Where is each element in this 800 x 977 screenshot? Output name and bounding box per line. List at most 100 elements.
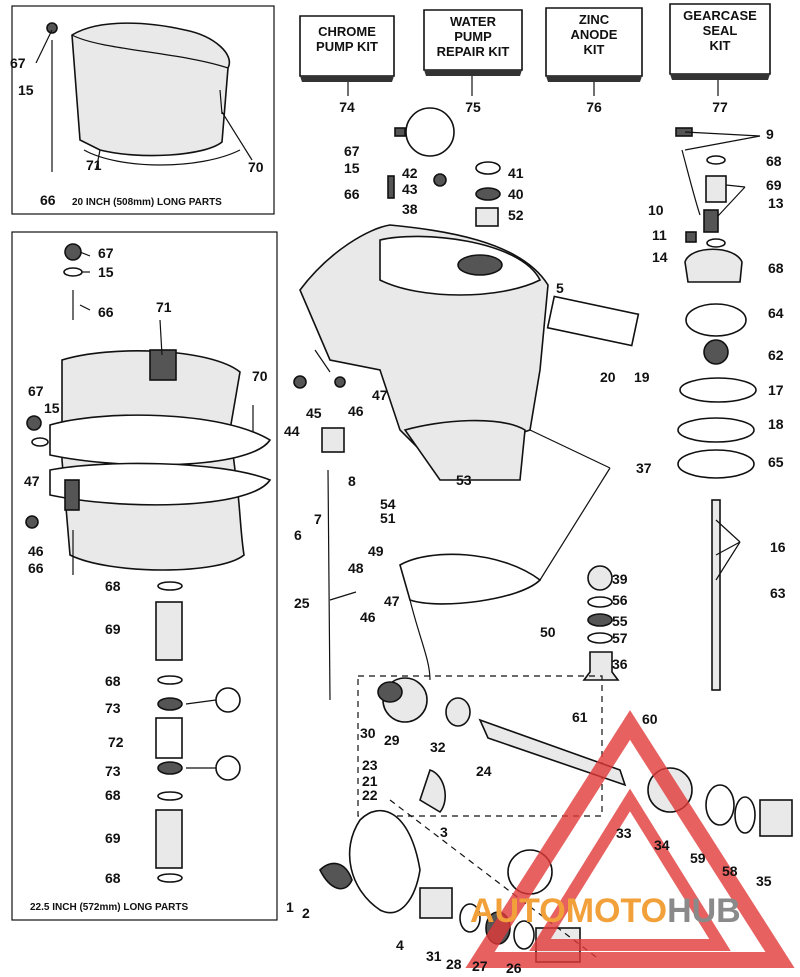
part-label-72: 72: [108, 734, 124, 750]
kit-title-line: ZINC: [579, 12, 610, 27]
part-label-70: 70: [248, 159, 264, 175]
part-label-23: 23: [362, 757, 378, 773]
part-label-11: 11: [652, 227, 667, 243]
part-label-59: 59: [690, 850, 706, 866]
part-label-52: 52: [508, 207, 524, 223]
part-label-66: 66: [344, 186, 360, 202]
part-label-9: 9: [766, 126, 774, 142]
part-label-47: 47: [384, 593, 400, 609]
part-label-66: 66: [28, 560, 44, 576]
part-label-71: 71: [156, 299, 172, 315]
part-label-69: 69: [105, 621, 121, 637]
part-label-30: 30: [360, 725, 376, 741]
kit-title-line: GEARCASE: [683, 8, 757, 23]
box-20-inch-frame: [11, 5, 275, 215]
part-label-16: 16: [770, 539, 786, 555]
part-label-54: 54: [380, 496, 396, 512]
part-label-70: 70: [252, 368, 268, 384]
kit-title-line: PUMP KIT: [316, 39, 378, 54]
part-label-14: 14: [652, 249, 668, 265]
kit-number: 75: [465, 99, 481, 115]
part-label-18: 18: [768, 416, 784, 432]
part-label-47: 47: [372, 387, 388, 403]
part-label-46: 46: [28, 543, 44, 559]
part-label-19: 19: [634, 369, 650, 385]
part-label-4: 4: [396, 937, 404, 953]
part-label-40: 40: [508, 186, 524, 202]
part-label-46: 46: [348, 403, 364, 419]
part-label-63: 63: [770, 585, 786, 601]
part-label-56: 56: [612, 592, 628, 608]
part-label-22: 22: [362, 787, 378, 803]
part-label-27: 27: [472, 958, 488, 974]
part-label-57: 57: [612, 630, 628, 646]
watermark-logo: [465, 710, 795, 968]
part-label-47: 47: [24, 473, 40, 489]
part-label-68: 68: [768, 260, 784, 276]
water-pump-stack: [582, 127, 757, 691]
watermark-text: AUTOMOTOHUB: [470, 892, 741, 930]
part-label-62: 62: [768, 347, 784, 363]
part-label-26: 26: [506, 960, 522, 976]
part-label-58: 58: [722, 863, 738, 879]
part-label-28: 28: [446, 956, 462, 972]
kit-number: 74: [339, 99, 355, 115]
part-label-33: 33: [616, 825, 632, 841]
part-label-67: 67: [98, 245, 114, 261]
part-label-67: 67: [344, 143, 360, 159]
part-label-48: 48: [348, 560, 364, 576]
part-label-20: 20: [600, 369, 616, 385]
part-label-8: 8: [348, 473, 356, 489]
part-label-49: 49: [368, 543, 384, 559]
part-label-24: 24: [476, 763, 492, 779]
caption-20-inch: 20 INCH (508mm) LONG PARTS: [72, 197, 222, 208]
part-label-61: 61: [572, 709, 588, 725]
part-label-65: 65: [768, 454, 784, 470]
caption-225-inch: 22.5 INCH (572mm) LONG PARTS: [30, 902, 189, 913]
kit-title-line: WATER: [450, 14, 497, 29]
kit-number: 76: [586, 99, 602, 115]
kit-title-line: ANODE: [571, 27, 618, 42]
part-label-68: 68: [105, 787, 121, 803]
part-label-45: 45: [306, 405, 322, 421]
part-label-3: 3: [440, 824, 448, 840]
part-label-31: 31: [426, 948, 442, 964]
part-label-41: 41: [508, 165, 524, 181]
part-label-53: 53: [456, 472, 472, 488]
kit-box-chrome-pump: [299, 15, 395, 96]
part-label-5: 5: [556, 280, 564, 296]
part-label-32: 32: [430, 739, 446, 755]
part-label-15: 15: [44, 400, 60, 416]
part-label-15: 15: [18, 82, 34, 98]
part-label-6: 6: [294, 527, 302, 543]
part-label-44: 44: [284, 423, 300, 439]
exhaust-housing-20-inch: [46, 22, 241, 172]
part-label-37: 37: [636, 460, 652, 476]
kit-title-line: REPAIR KIT: [437, 44, 510, 59]
part-label-39: 39: [612, 571, 628, 587]
kit-box-zinc-anode: [545, 7, 643, 96]
part-label-17: 17: [768, 382, 784, 398]
leader-lines: [35, 29, 761, 601]
part-label-13: 13: [768, 195, 784, 211]
part-label-69: 69: [105, 830, 121, 846]
part-label-68: 68: [766, 153, 782, 169]
part-label-66: 66: [98, 304, 114, 320]
part-label-42: 42: [402, 165, 418, 181]
kit-box-gearcase-seal: [669, 3, 771, 96]
part-label-1: 1: [286, 899, 294, 915]
kit-number: 77: [712, 99, 728, 115]
part-label-55: 55: [612, 613, 628, 629]
part-label-64: 64: [768, 305, 784, 321]
part-label-10: 10: [648, 202, 664, 218]
part-label-51: 51: [380, 510, 396, 526]
part-label-68: 68: [105, 578, 121, 594]
part-label-50: 50: [540, 624, 556, 640]
part-label-71: 71: [86, 157, 102, 173]
part-label-73: 73: [105, 763, 121, 779]
water-tube-stack: [155, 581, 241, 883]
kit-title-line: KIT: [584, 42, 605, 57]
